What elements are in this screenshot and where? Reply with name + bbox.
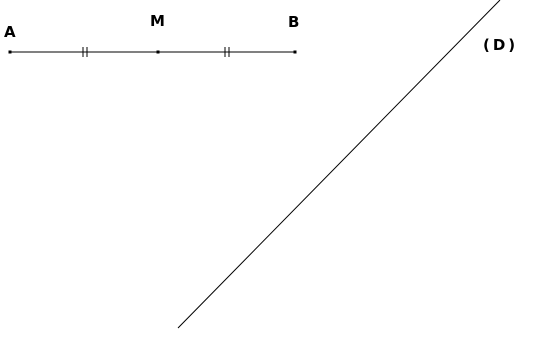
point-b-dot <box>293 50 297 54</box>
point-m-dot <box>156 50 160 54</box>
point-a-dot <box>8 50 12 54</box>
tick-mark-mb <box>224 47 230 57</box>
tick-mark-am <box>82 47 88 57</box>
point-label-b: B <box>288 13 299 31</box>
line-label-d: (D) <box>483 36 518 54</box>
point-label-m: M <box>150 12 165 30</box>
point-label-a: A <box>4 23 16 41</box>
line-d <box>177 0 501 329</box>
